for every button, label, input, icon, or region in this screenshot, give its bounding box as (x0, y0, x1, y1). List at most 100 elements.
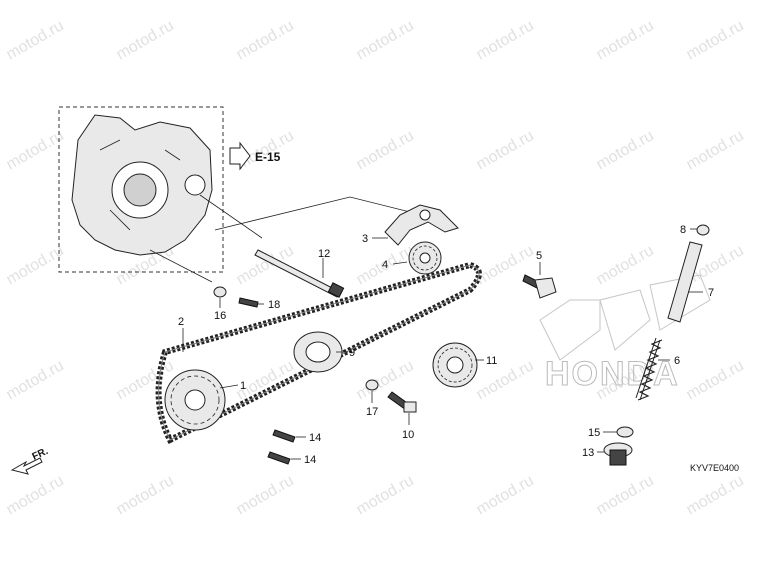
washer-15 (603, 426, 634, 438)
front-direction-indicator: FR. (10, 446, 50, 475)
bolt-18 (238, 297, 264, 308)
watermark-text: motod.ru (354, 357, 417, 403)
tensioner-arm-body (384, 204, 459, 246)
callout-10: 10 (402, 429, 414, 441)
cam-chain-centerline (158, 264, 480, 441)
drawing-code: KYV7E0400 (690, 463, 739, 473)
small-sprocket (392, 241, 442, 275)
callout-9: 9 (349, 347, 355, 359)
callouts: 1 2 3 4 5 6 7 8 9 10 11 12 13 14 14 15 1… (178, 224, 714, 466)
front-label: FR. (31, 446, 50, 463)
crankcase-group (58, 106, 263, 283)
small-sprocket-hub (419, 252, 431, 264)
tensioner-arm (372, 204, 459, 246)
watermark-text: motod.ru (474, 472, 537, 518)
washer-15-body (616, 426, 634, 438)
guide-roller-11-teeth (437, 347, 473, 383)
reference-arrow-icon (229, 141, 251, 171)
watermark-text: motod.ru (354, 472, 417, 518)
bolt-14-lower-body (267, 451, 291, 465)
callout-4: 4 (382, 259, 388, 271)
callout-7: 7 (708, 287, 714, 299)
bolt-14-upper-body (272, 429, 296, 443)
callout-5: 5 (536, 250, 542, 262)
callout-14-lower: 14 (304, 454, 316, 466)
guide-roller-11 (432, 342, 484, 388)
watermark-text: motod.ru (114, 17, 177, 63)
guide-roller-11-hub (446, 356, 464, 374)
spring-6 (635, 337, 670, 401)
crankcase-hub (123, 173, 157, 207)
bracket-line (214, 196, 411, 231)
guide-roller-9 (293, 331, 348, 373)
bolt-14-lower (267, 451, 301, 465)
washer-16-body (213, 286, 227, 298)
front-arrow-icon (10, 457, 43, 475)
callout-13: 13 (582, 447, 594, 459)
plug-13 (597, 442, 633, 466)
watermark-text: motod.ru (684, 357, 747, 403)
tube-7 (667, 241, 703, 323)
watermark-text: motod.ru (234, 17, 297, 63)
watermark-text: motod.ru (4, 17, 67, 63)
tube-7-body (667, 241, 703, 323)
callout-16: 16 (214, 310, 226, 322)
callout-18: 18 (268, 299, 280, 311)
watermark-text: motod.ru (234, 472, 297, 518)
washer-16 (213, 286, 227, 308)
crankcase-detail-lines (99, 139, 181, 231)
watermark-layer: motod.ru motod.ru motod.ru motod.ru moto… (4, 17, 747, 518)
bolt-14-upper (272, 429, 306, 443)
bolt-5 (522, 262, 557, 299)
bolt-18-body (238, 297, 259, 308)
small-sprocket-teeth (412, 245, 438, 271)
reference-label: E-15 (255, 150, 281, 164)
watermark-text: motod.ru (474, 127, 537, 173)
callout-14-upper: 14 (309, 432, 321, 444)
callout-12: 12 (318, 248, 330, 260)
crank-sprocket-hub (184, 389, 206, 411)
bolt-5-head (534, 277, 557, 299)
watermark-text: motod.ru (4, 127, 67, 173)
callout-3: 3 (362, 233, 368, 245)
callout-11: 11 (486, 355, 497, 367)
tensioner-arm-hole (419, 209, 431, 221)
callout-8: 8 (680, 224, 686, 236)
cap-8-body (696, 224, 710, 236)
guide-roller-9-hub (305, 341, 331, 363)
watermark-text: motod.ru (594, 242, 657, 288)
watermark-text: motod.ru (4, 472, 67, 518)
watermark-text: motod.ru (114, 472, 177, 518)
reference-pointer: E-15 (229, 141, 281, 171)
bolt-10-head (403, 401, 417, 413)
callout-1: 1 (240, 380, 246, 392)
callout-2: 2 (178, 316, 184, 328)
watermark-text: motod.ru (4, 242, 67, 288)
cam-chain (155, 261, 482, 445)
callout-6: 6 (674, 355, 680, 367)
brand-wordmark: HONDA (545, 355, 680, 393)
watermark-text: motod.ru (684, 472, 747, 518)
crank-sprocket (164, 369, 239, 431)
watermark-text: motod.ru (354, 127, 417, 173)
crankcase-port (184, 174, 206, 196)
watermark-text: motod.ru (684, 17, 747, 63)
leader-line (219, 384, 239, 389)
cap-8 (690, 224, 710, 236)
watermark-text: motod.ru (594, 127, 657, 173)
watermark-text: motod.ru (4, 357, 67, 403)
spring-6-coils (637, 339, 663, 401)
leader-line (392, 261, 408, 265)
plug-13-body (609, 449, 627, 466)
brand-watermark: HONDA (539, 274, 711, 394)
washer-17 (365, 379, 379, 403)
watermark-text: motod.ru (354, 17, 417, 63)
callout-15: 15 (588, 427, 600, 439)
shaft-12 (254, 249, 345, 298)
watermark-text: motod.ru (594, 472, 657, 518)
shaft-end (327, 282, 345, 298)
dashed-frame (58, 106, 224, 273)
watermark-text: motod.ru (474, 357, 537, 403)
leader-line (149, 249, 213, 283)
